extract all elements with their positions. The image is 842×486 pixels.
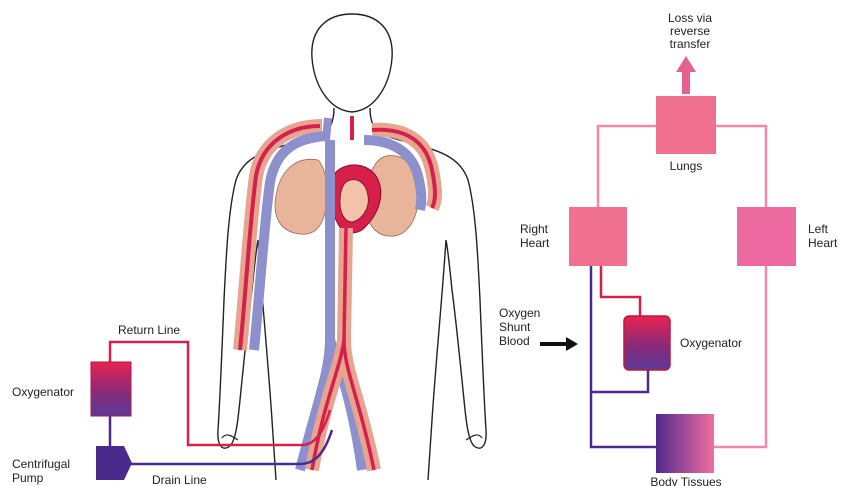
label-oxygenator-left: Oxygenator xyxy=(12,385,74,399)
label-right-heart-2: Heart xyxy=(520,236,550,250)
flow-diagram xyxy=(540,56,796,473)
label-oxygenator-right: Oxygenator xyxy=(680,336,742,350)
lungs-box xyxy=(656,96,716,154)
label-loss-1: Loss via xyxy=(668,11,712,25)
shunt-path xyxy=(601,266,640,316)
label-return-line: Return Line xyxy=(118,323,180,337)
centrifugal-pump xyxy=(96,446,132,480)
right-lung xyxy=(275,159,327,234)
label-oxygen-3: Blood xyxy=(499,334,530,348)
oxygenator-box xyxy=(624,316,670,370)
label-lungs: Lungs xyxy=(670,159,703,173)
label-loss-2: reverse xyxy=(670,24,710,38)
ecmo-circuit xyxy=(91,342,332,480)
label-oxygen-1: Oxygen xyxy=(499,306,540,320)
label-centrifugal: Centrifugal xyxy=(12,457,70,471)
label-right-heart-1: Right xyxy=(520,222,549,236)
label-left-heart-1: Left xyxy=(808,222,829,236)
oxygenator-device xyxy=(91,362,131,416)
pulmonary-loop xyxy=(598,126,656,207)
shunt-arrow-icon xyxy=(540,337,578,351)
label-drain-line: Drain Line xyxy=(152,473,207,486)
label-pump: Pump xyxy=(12,471,44,485)
right-heart-box xyxy=(569,207,627,266)
loss-arrow-icon xyxy=(676,56,696,94)
label-left-heart-2: Heart xyxy=(808,236,838,250)
label-body-tissues: Body Tissues xyxy=(650,475,721,486)
systemic-loop-pink xyxy=(714,266,766,447)
label-loss-3: transfer xyxy=(670,37,711,51)
body-illustration xyxy=(218,14,486,480)
body-tissues-box xyxy=(656,414,714,473)
left-heart-box xyxy=(737,207,796,266)
label-oxygen-2: Shunt xyxy=(499,320,531,334)
body-outline xyxy=(312,14,392,112)
